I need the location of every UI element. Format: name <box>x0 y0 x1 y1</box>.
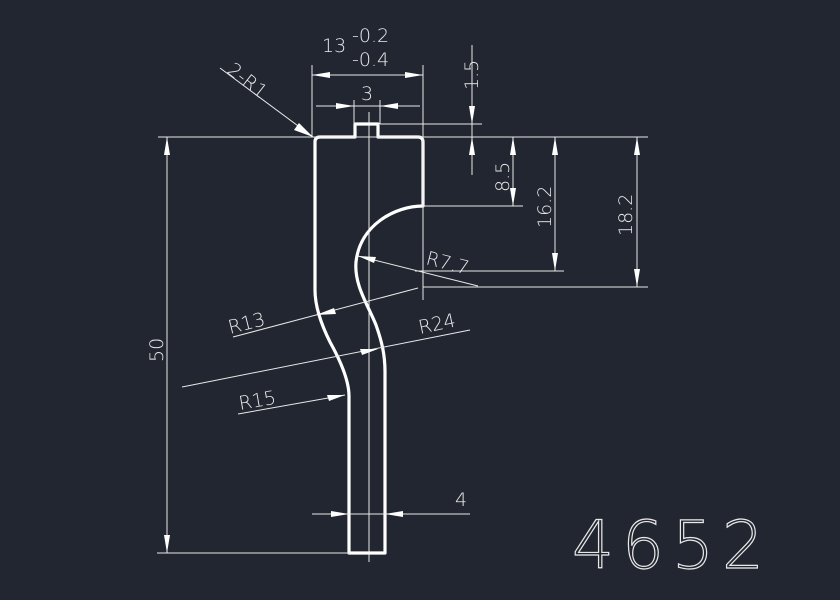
radius-24-label: R24 <box>416 310 457 339</box>
dimension-total-height-50 <box>157 137 350 554</box>
dimension-16-2 <box>415 137 564 272</box>
tab-width-label: 3 <box>361 83 373 105</box>
width-nominal-label: 13 <box>322 35 346 57</box>
corner-radius-label: 2-R1 <box>223 59 271 104</box>
dimension-tab-height-1-5 <box>469 45 475 175</box>
width-tol-upper-label: -0.2 <box>352 25 389 47</box>
leader-r7-7 <box>357 255 479 287</box>
dimension-8-5 <box>423 137 523 207</box>
leader-2-r1 <box>219 67 314 138</box>
dimension-tab-width-3 <box>316 100 420 124</box>
dim-16-2-label: 16.2 <box>534 186 556 228</box>
leader-r15 <box>237 394 346 415</box>
leader-r13 <box>232 287 419 338</box>
dim-18-2-label: 18.2 <box>615 194 637 236</box>
total-height-label: 50 <box>146 338 168 362</box>
dim-8-5-label: 8.5 <box>492 162 514 192</box>
stem-width-label: 4 <box>455 489 467 511</box>
leader-r24 <box>181 329 471 388</box>
tab-height-label: 1.5 <box>461 60 483 90</box>
dimension-width-13 <box>311 65 424 300</box>
radius-13-label: R13 <box>226 308 268 338</box>
profile-outline <box>313 122 425 555</box>
dimension-18-2 <box>423 137 648 288</box>
part-number: 4652 <box>572 507 772 584</box>
width-tol-lower-label: -0.4 <box>352 49 389 71</box>
radius-15-label: R15 <box>237 387 278 415</box>
dimension-stem-width-4 <box>312 511 470 517</box>
